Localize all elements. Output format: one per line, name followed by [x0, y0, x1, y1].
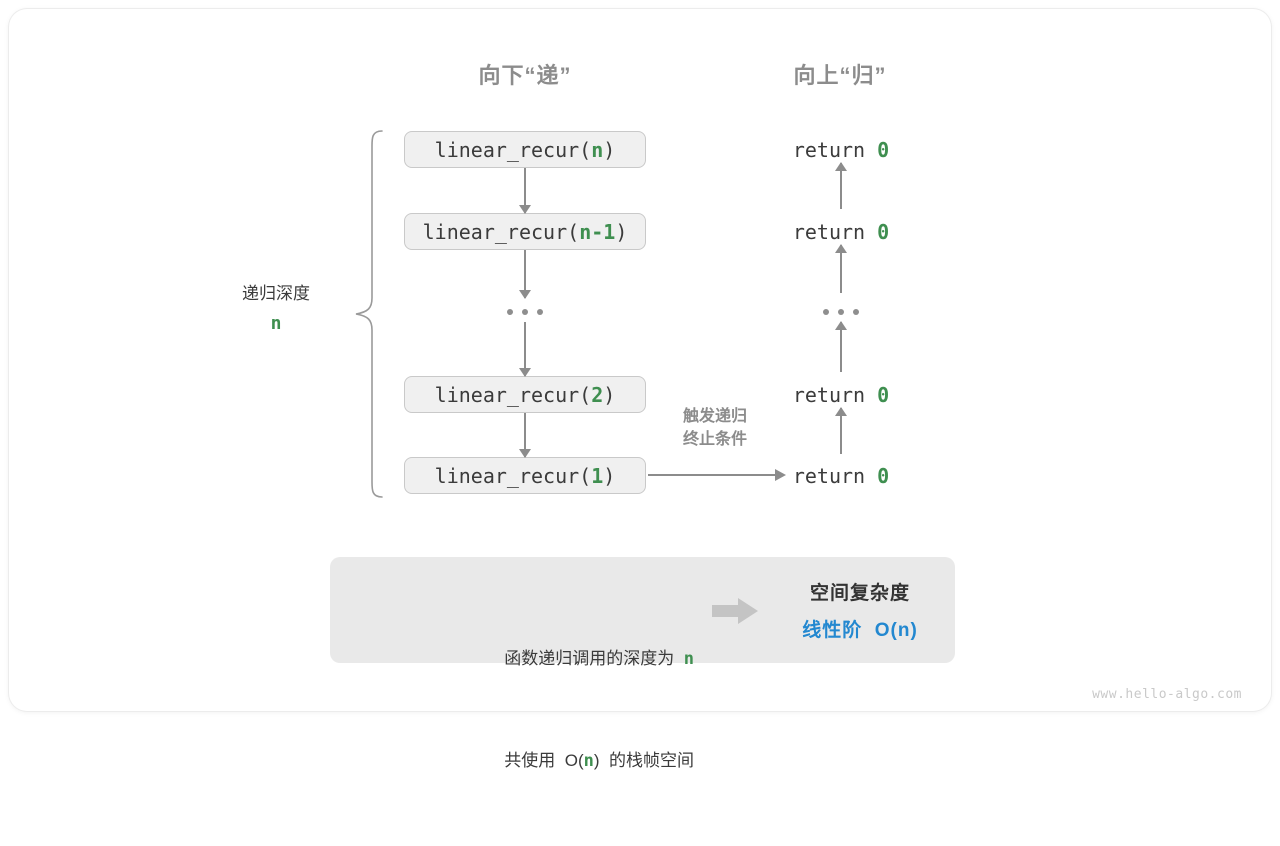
arrow-up-4-icon [840, 408, 842, 454]
call-box-linear-recur-n-1: linear_recur(n-1) [404, 213, 646, 250]
return-statement-3: return 0 [793, 383, 889, 407]
summary-line-2-highlight: n [583, 751, 594, 771]
call-box-arg: 2 [591, 382, 604, 407]
arrow-down-2-icon [524, 250, 526, 298]
return-statement-1: return 0 [793, 138, 889, 162]
summary-line-1-text: 函数递归调用的深度为 [504, 649, 684, 668]
brace-icon [355, 130, 383, 498]
block-arrow-right-glyph [712, 598, 758, 624]
return-value: 0 [877, 220, 890, 244]
base-case-note-line2: 终止条件 [682, 431, 747, 449]
dot [522, 309, 528, 315]
return-statement-4: return 0 [793, 464, 889, 488]
return-keyword: return [792, 220, 878, 244]
arrow-down-4-icon [524, 413, 526, 457]
call-box-linear-recur-2: linear_recur(2) [404, 376, 646, 413]
summary-line-1: 函数递归调用的深度为 n [364, 642, 694, 676]
depth-brace [352, 128, 386, 500]
dot [507, 309, 513, 315]
return-keyword: return [792, 464, 878, 488]
call-box-prefix: linear_recur( [434, 382, 592, 407]
dot [838, 309, 844, 315]
summary-conclusion-title: 空间复杂度 [809, 583, 910, 604]
call-box-arg: n [591, 137, 604, 162]
summary-panel: 函数递归调用的深度为 n 共使用 O(n) 的栈帧空间 空间复杂度 线性阶 O(… [330, 557, 955, 771]
summary-line-2-post: ) 的栈帧空间 [593, 751, 694, 770]
base-case-note: 触发递归 终止条件 [660, 405, 770, 451]
call-box-prefix: linear_recur( [434, 137, 592, 162]
call-box-suffix: ) [603, 463, 616, 488]
call-box-linear-recur-n: linear_recur(n) [404, 131, 646, 168]
call-box-prefix: linear_recur( [422, 219, 580, 244]
column-header-ascend: 向上“归” [793, 63, 887, 88]
recursion-depth-text: 递归深度 [242, 284, 310, 303]
return-statement-2: return 0 [793, 220, 889, 244]
arrow-right-base-case-icon [648, 474, 776, 476]
call-box-linear-recur-1: linear_recur(1) [404, 457, 646, 494]
call-box-suffix: ) [615, 219, 628, 244]
arrow-up-1-icon [840, 163, 842, 209]
block-arrow-right-icon [712, 598, 758, 624]
call-box-suffix: ) [603, 137, 616, 162]
return-keyword: return [792, 383, 878, 407]
return-value: 0 [877, 138, 890, 162]
summary-description: 函数递归调用的深度为 n 共使用 O(n) 的栈帧空间 [364, 574, 694, 846]
summary-conclusion-value: 线性阶 O(n) [802, 620, 918, 642]
recursion-depth-value: n [270, 313, 282, 335]
arrow-up-3-icon [840, 322, 842, 372]
return-value: 0 [877, 464, 890, 488]
ellipsis-descend-icon [507, 309, 543, 315]
call-box-arg: n-1 [579, 219, 616, 244]
ellipsis-ascend-icon [823, 309, 859, 315]
call-box-suffix: ) [603, 382, 616, 407]
arrow-down-3-icon [524, 322, 526, 376]
base-case-note-line1: 触发递归 [682, 408, 747, 425]
arrow-up-2-icon [840, 245, 842, 293]
return-keyword: return [792, 138, 878, 162]
call-box-prefix: linear_recur( [434, 463, 592, 488]
watermark: www.hello-algo.com [1092, 687, 1242, 702]
dot [853, 309, 859, 315]
summary-line-2: 共使用 O(n) 的栈帧空间 [364, 744, 694, 778]
summary-conclusion: 空间复杂度 线性阶 O(n) [780, 575, 940, 649]
dot [537, 309, 543, 315]
diagram-canvas: 向下“递” 向上“归” 递归深度 n linear_recur(n) linea… [0, 0, 1280, 720]
dot [823, 309, 829, 315]
recursion-depth-label: 递归深度 n [228, 281, 324, 338]
return-value: 0 [877, 383, 890, 407]
summary-line-2-pre: 共使用 O( [504, 751, 584, 770]
column-header-descend: 向下“递” [478, 63, 572, 88]
arrow-down-1-icon [524, 168, 526, 213]
call-box-arg: 1 [591, 463, 604, 488]
summary-line-1-highlight: n [683, 649, 694, 669]
